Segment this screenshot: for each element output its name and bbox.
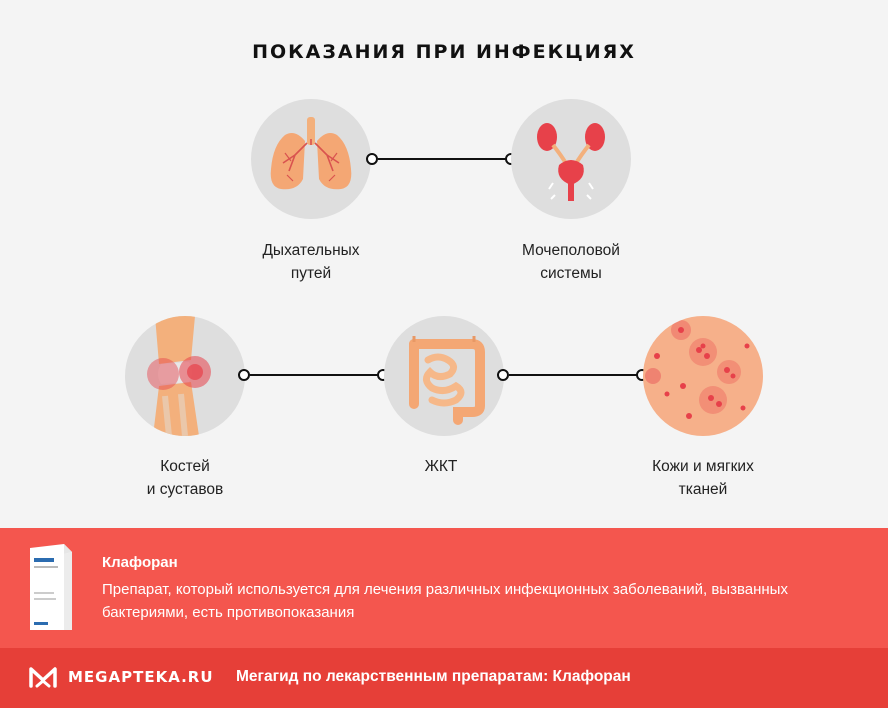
urinary-circle bbox=[511, 99, 631, 219]
connector-line bbox=[378, 158, 506, 160]
drug-package-icon bbox=[30, 544, 72, 630]
intestines-icon bbox=[409, 336, 485, 425]
drug-description: Препарат, который используется для лечен… bbox=[102, 581, 788, 621]
footer-bar bbox=[0, 648, 888, 708]
drug-name: Клафоран bbox=[102, 554, 178, 571]
urinary-system-icon bbox=[537, 123, 605, 201]
connector-dot bbox=[497, 369, 509, 381]
connector-dot bbox=[366, 153, 378, 165]
drug-info-band bbox=[0, 528, 888, 648]
indication-label-urinary: Мочеполовой системы bbox=[522, 242, 620, 282]
skin-rash-icon bbox=[645, 320, 750, 419]
lungs-icon bbox=[270, 117, 352, 190]
footer-guide-link[interactable]: Мегагид по лекарственным препаратам: Кла… bbox=[236, 668, 631, 685]
knee-joint-icon bbox=[147, 316, 211, 436]
indication-label-gi: ЖКТ bbox=[424, 458, 458, 475]
indication-label-skin: Кожи и мягких тканей bbox=[652, 458, 754, 498]
connector-line bbox=[509, 374, 637, 376]
intestines-circle bbox=[384, 316, 504, 436]
page-title: ПОКАЗАНИЯ ПРИ ИНФЕКЦИЯХ bbox=[252, 41, 636, 63]
megapteka-logo-icon bbox=[29, 667, 57, 688]
connector-line bbox=[250, 374, 378, 376]
skin-circle bbox=[643, 316, 763, 436]
brand-logo-text[interactable]: MEGAPTEKA.RU bbox=[68, 668, 214, 686]
connector-dot bbox=[238, 369, 250, 381]
lungs-circle bbox=[251, 99, 371, 219]
indication-label-respiratory: Дыхательных путей bbox=[262, 242, 360, 282]
joint-circle bbox=[125, 316, 245, 436]
indication-label-bones: Костей и суставов bbox=[146, 458, 224, 498]
